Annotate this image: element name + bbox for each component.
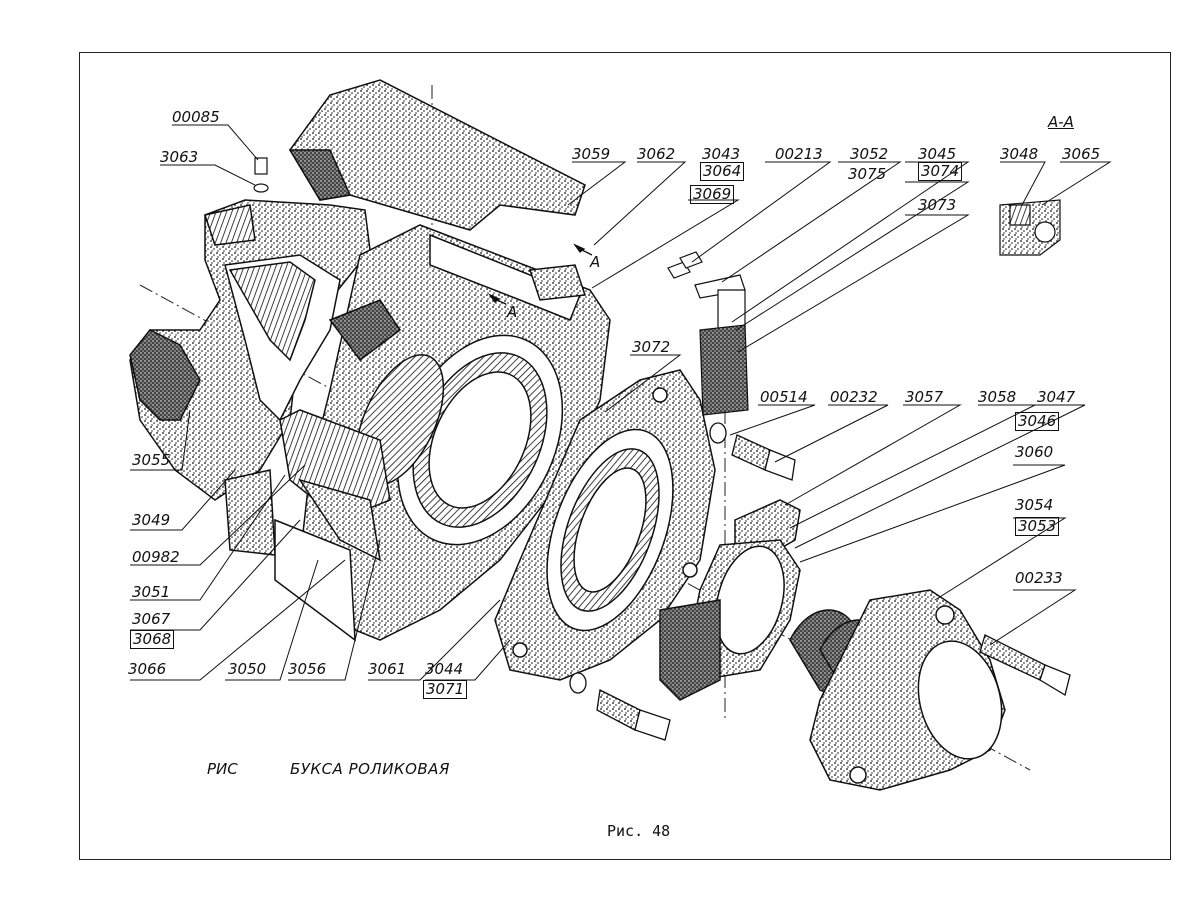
callout-3056: 3056 [288, 660, 327, 678]
rear-cap-assembly [789, 589, 1006, 791]
callout-3072: 3072 [632, 338, 671, 356]
callout-3062: 3062 [637, 145, 676, 163]
section-label: А-А [1048, 113, 1074, 131]
callout-3065: 3065 [1062, 145, 1101, 163]
callout-3053: 3053 [1015, 517, 1060, 536]
drawing-frame [79, 52, 1171, 860]
callout-3054: 3054 [1015, 496, 1054, 514]
callout-3075: 3075 [848, 165, 887, 183]
callout-3049: 3049 [132, 511, 171, 529]
bolts [569, 422, 1071, 741]
callout-3074: 3074 [918, 162, 963, 181]
callout-3073: 3073 [918, 196, 957, 214]
left-housing [129, 199, 371, 501]
callout-3043: 3043 [702, 145, 741, 163]
callout-3069: 3069 [690, 185, 735, 204]
lid-plate [659, 499, 801, 701]
callout-3052: 3052 [850, 145, 889, 163]
section-arrows [488, 243, 593, 305]
callout-3045: 3045 [918, 145, 957, 163]
callout-3050: 3050 [228, 660, 267, 678]
small-parts [253, 157, 749, 416]
callout-3060: 3060 [1015, 443, 1054, 461]
front-flange [494, 369, 716, 681]
caption-title: БУКСА РОЛИКОВАЯ [290, 760, 450, 778]
callout-3051: 3051 [132, 583, 171, 601]
section-a-a-detail [999, 199, 1061, 256]
callout-3064: 3064 [700, 162, 745, 181]
section-mark-lower: А [507, 303, 518, 321]
callout-3044: 3044 [425, 660, 464, 678]
callout-3058: 3058 [978, 388, 1017, 406]
callout-3068: 3068 [130, 630, 175, 649]
callout-3059: 3059 [572, 145, 611, 163]
callout-3067: 3067 [132, 610, 171, 628]
callout-3061: 3061 [368, 660, 407, 678]
callout-3066: 3066 [128, 660, 167, 678]
figure-number: Рис. 48 [607, 822, 671, 840]
top-cover [288, 79, 586, 231]
callout-3047: 3047 [1037, 388, 1076, 406]
callout-3057: 3057 [905, 388, 944, 406]
leader-lines [130, 124, 1112, 681]
callout-00233: 00233 [1015, 569, 1063, 587]
callout-00232: 00232 [830, 388, 878, 406]
callout-00085: 00085 [172, 108, 220, 126]
callout-3048: 3048 [1000, 145, 1039, 163]
central-housing [224, 224, 611, 642]
section-mark-upper: А [590, 253, 601, 271]
callout-3046: 3046 [1015, 412, 1060, 431]
callout-3063: 3063 [160, 148, 199, 166]
callout-3055: 3055 [132, 451, 171, 469]
caption-prefix: РИС [207, 760, 238, 778]
callout-3071: 3071 [423, 680, 468, 699]
callout-00982: 00982 [132, 548, 180, 566]
callout-00514: 00514 [760, 388, 808, 406]
callout-00213: 00213 [775, 145, 823, 163]
